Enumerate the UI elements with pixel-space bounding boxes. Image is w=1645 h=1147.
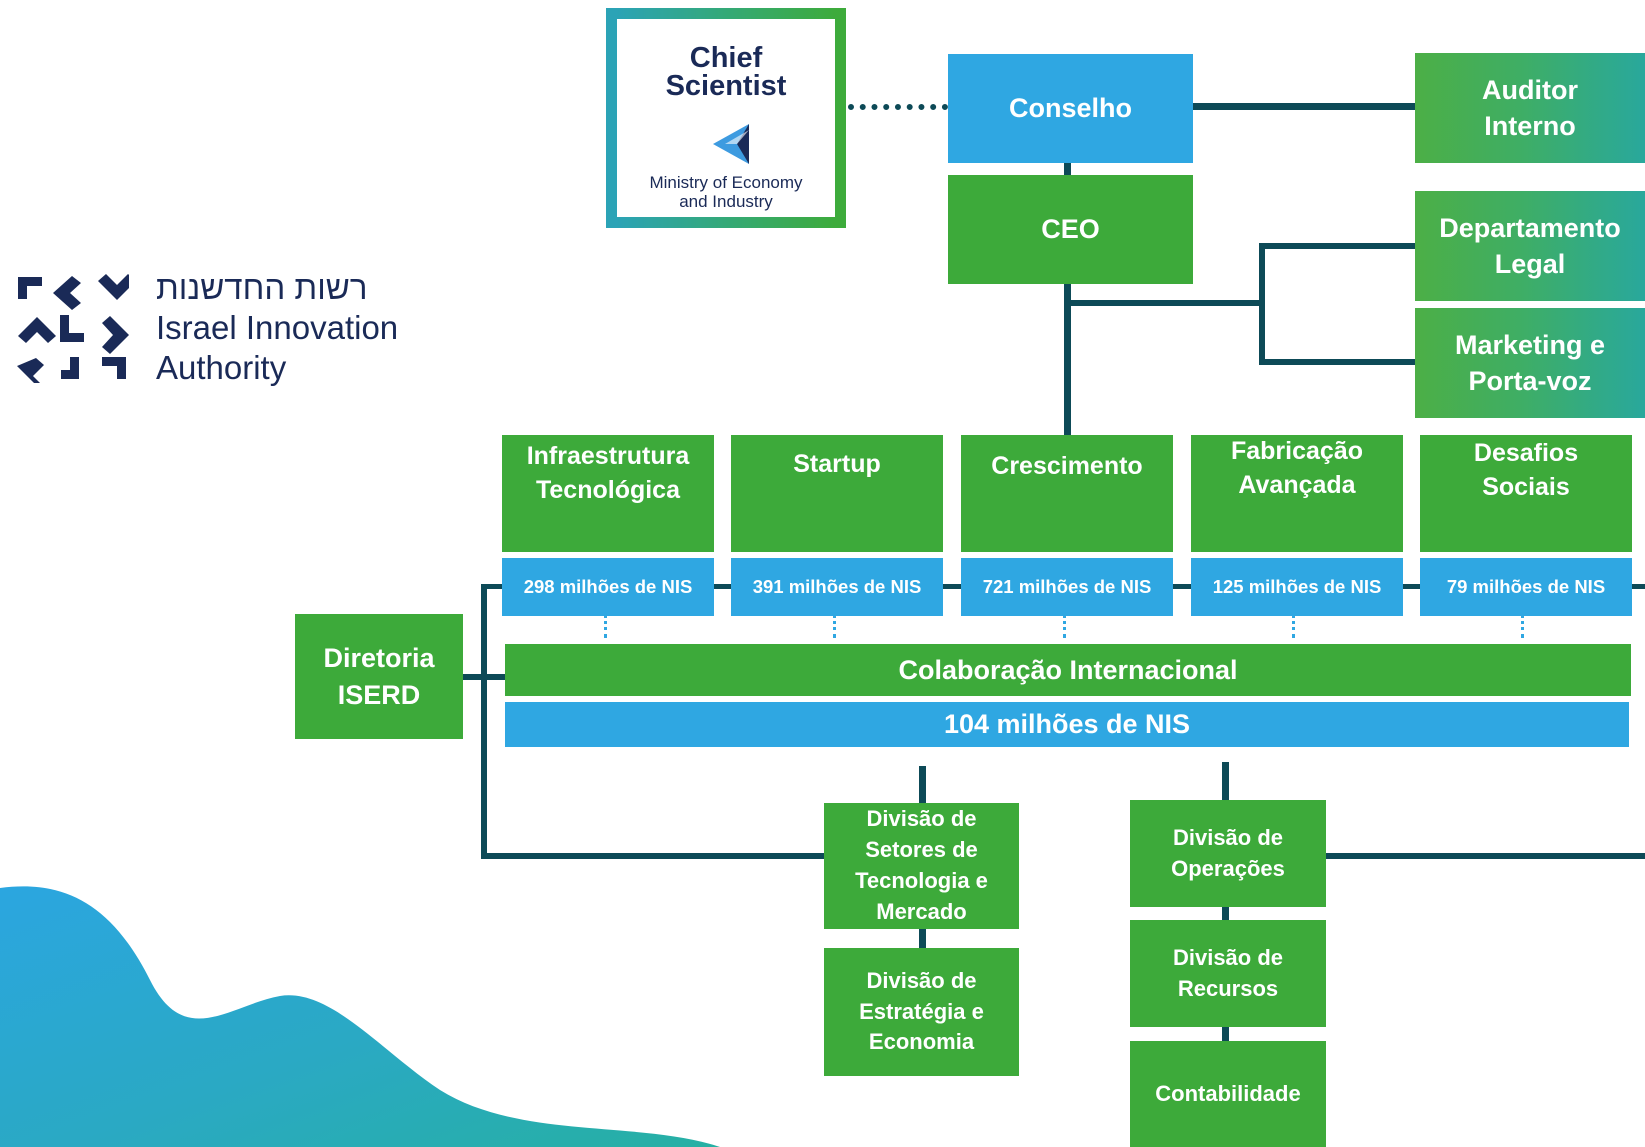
dotted-link [1521, 614, 1524, 638]
connector-line [1064, 162, 1071, 176]
chief-scientist-title: Chief Scientist [665, 42, 787, 102]
connector-line [1189, 103, 1419, 110]
unit-budget: 79 milhões de NIS [1420, 558, 1632, 616]
connector-line [1064, 300, 1264, 306]
unit-box-startup: Startup [731, 435, 943, 552]
ministry-emblem-icon [713, 124, 749, 164]
unit-budget: 125 milhões de NIS [1191, 558, 1403, 616]
unit-budget: 721 milhões de NIS [961, 558, 1173, 616]
connector-line [1222, 762, 1229, 802]
iia-name-line1: Israel Innovation [156, 309, 399, 346]
connector-line [1259, 359, 1419, 365]
ceo-box: CEO [948, 175, 1193, 284]
accounting-box: Contabilidade [1130, 1041, 1326, 1147]
international-collaboration-budget: 104 milhões de NIS [505, 702, 1629, 747]
iia-name-line2: Authority [156, 349, 287, 386]
chief-scientist-logo: Chief Scientist Ministry of Economy and … [606, 8, 846, 228]
iia-wordmark: רשות החדשנות Israel Innovation Authority [156, 268, 398, 388]
connector-line [1259, 243, 1265, 365]
connector-line [1318, 853, 1645, 859]
iia-hebrew-name: רשות החדשנות [156, 269, 368, 306]
unit-budget: 391 milhões de NIS [731, 558, 943, 616]
connector-line [1222, 906, 1229, 920]
dotted-link [833, 614, 836, 638]
dotted-link [604, 614, 607, 638]
connector-line [1222, 1026, 1229, 1042]
connector-line [1064, 283, 1071, 435]
connector-line [462, 674, 507, 680]
dotted-link [1292, 614, 1295, 638]
council-box: Conselho [948, 54, 1193, 163]
connector-line [481, 584, 487, 859]
connector-line [919, 928, 926, 948]
unit-budget: 298 milhões de NIS [502, 558, 714, 616]
connector-line [919, 766, 926, 804]
dotted-link [1063, 614, 1066, 638]
connector-line [481, 853, 831, 859]
unit-box-crescimento: Crescimento [961, 435, 1173, 552]
international-collaboration-box: Colaboração Internacional [505, 644, 1631, 696]
ministry-name: Ministry of Economy and Industry [649, 173, 803, 211]
iia-mark-icon [17, 274, 129, 383]
dotted-connector [848, 104, 948, 110]
connector-line [1259, 243, 1419, 249]
israel-innovation-authority-logo: רשות החדשנות Israel Innovation Authority [14, 268, 434, 388]
